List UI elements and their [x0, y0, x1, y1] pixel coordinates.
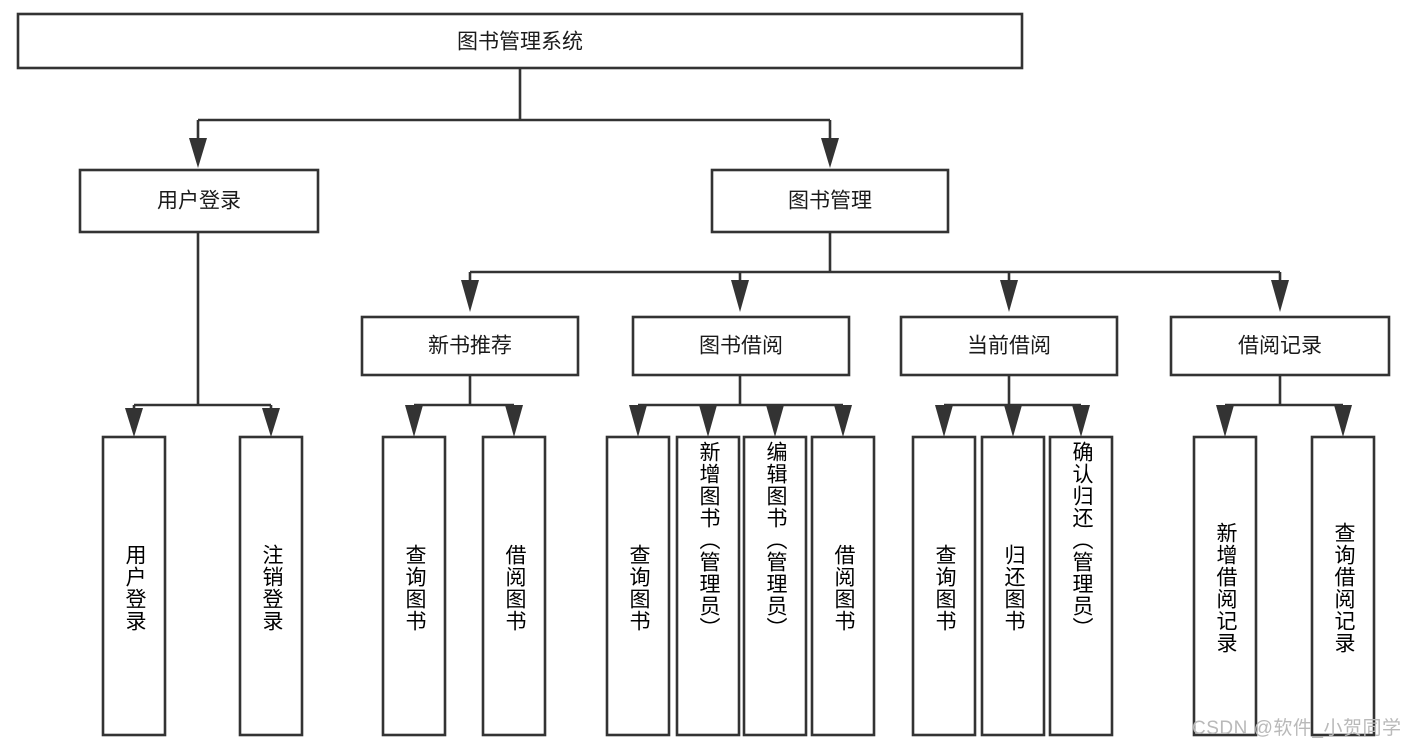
leaf-node-return-book[interactable]: 归还图书 [980, 435, 1046, 737]
leaf-query-book-2-label: 查询图书 [627, 544, 650, 632]
leaf-query-record-label: 查询借阅记录 [1332, 522, 1355, 654]
leaf-borrow-book-2-box[interactable] [810, 435, 876, 737]
leaf-node-user-login[interactable]: 用户登录 [101, 435, 167, 737]
leaf-query-record-box[interactable] [1310, 435, 1376, 737]
leaf-user-login-box[interactable] [101, 435, 167, 737]
leaf-query-book-3-label: 查询图书 [933, 544, 956, 632]
leaf-confirm-return-box[interactable] [1048, 435, 1114, 737]
node-book-manage-box[interactable] [710, 168, 950, 234]
arrow-head-leaf-edit-book [766, 405, 784, 437]
node-book-borrow-box[interactable] [631, 315, 851, 377]
leaf-add-book-label: 新增图书（管理员） [697, 441, 720, 639]
arrow-head-leaf-borrow-book-1 [505, 405, 523, 437]
node-root-label: 图书管理系统 [457, 31, 583, 54]
leaf-node-query-book-3[interactable]: 查询图书 [911, 435, 977, 737]
arrow-head-leaf-return-book [1004, 405, 1022, 437]
leaf-node-user-logout[interactable]: 注销登录 [238, 435, 304, 737]
arrow-head-leaf-query-record [1334, 405, 1352, 437]
leaf-return-book-box[interactable] [980, 435, 1046, 737]
node-current-borrow[interactable]: 当前借阅 [899, 315, 1119, 377]
leaf-return-book-label: 归还图书 [1002, 544, 1025, 632]
arrow-head-borrow-record [1271, 280, 1289, 312]
leaf-borrow-book-1-label: 借阅图书 [503, 544, 526, 632]
arrow-head-user-login [189, 138, 207, 168]
arrow-head-leaf-query-book-1 [405, 405, 423, 437]
node-borrow-record-box[interactable] [1169, 315, 1391, 377]
leaf-query-book-1-box[interactable] [381, 435, 447, 737]
leaf-user-logout-box[interactable] [238, 435, 304, 737]
arrow-head-leaf-borrow-book-2 [834, 405, 852, 437]
leaf-node-add-record[interactable]: 新增借阅记录 [1192, 435, 1258, 737]
arrow-head-leaf-user-login [125, 408, 143, 437]
leaf-query-book-3-box[interactable] [911, 435, 977, 737]
leaf-node-query-book-1[interactable]: 查询图书 [381, 435, 447, 737]
node-user-login[interactable]: 用户登录 [78, 168, 320, 234]
node-book-manage[interactable]: 图书管理 [710, 168, 950, 234]
node-root-box[interactable] [16, 12, 1024, 70]
leaf-user-logout-label: 注销登录 [260, 544, 283, 632]
leaf-add-record-label: 新增借阅记录 [1214, 522, 1237, 654]
node-new-book-recommend[interactable]: 新书推荐 [360, 315, 580, 377]
leaf-edit-book-box[interactable] [742, 435, 808, 737]
arrow-head-current-borrow [1000, 280, 1018, 312]
node-borrow-record-label: 借阅记录 [1238, 335, 1322, 358]
leaf-add-record-box[interactable] [1192, 435, 1258, 737]
arrow-head-book-manage [821, 138, 839, 168]
node-new-book-recommend-box[interactable] [360, 315, 580, 377]
leaf-borrow-book-2-label: 借阅图书 [832, 544, 855, 632]
csdn-watermark: CSDN @软件_小贺同学 [1192, 717, 1401, 739]
node-user-login-label: 用户登录 [157, 190, 241, 213]
arrow-head-book-borrow [731, 280, 749, 312]
leaf-node-query-record[interactable]: 查询借阅记录 [1310, 435, 1376, 737]
node-book-borrow-label: 图书借阅 [699, 335, 783, 358]
arrow-head-new-book-recommend [461, 280, 479, 312]
leaf-node-confirm-return[interactable]: 确认归还（管理员） [1048, 435, 1114, 737]
arrow-head-leaf-add-book [699, 405, 717, 437]
leaf-add-book-box[interactable] [675, 435, 741, 737]
node-book-borrow[interactable]: 图书借阅 [631, 315, 851, 377]
leaf-node-edit-book[interactable]: 编辑图书（管理员） [742, 435, 808, 737]
connector-group [125, 69, 1352, 437]
node-current-borrow-label: 当前借阅 [967, 335, 1051, 358]
leaf-borrow-book-1-box[interactable] [481, 435, 547, 737]
arrow-head-leaf-add-record [1216, 405, 1234, 437]
arrow-head-leaf-confirm-return [1072, 405, 1090, 437]
arrow-head-leaf-user-logout [262, 408, 280, 437]
leaf-node-borrow-book-1[interactable]: 借阅图书 [481, 435, 547, 737]
arrow-head-leaf-query-book-2 [629, 405, 647, 437]
leaf-confirm-return-label: 确认归还（管理员） [1070, 441, 1093, 639]
leaf-node-borrow-book-2[interactable]: 借阅图书 [810, 435, 876, 737]
node-book-manage-label: 图书管理 [788, 190, 872, 213]
leaf-user-login-label: 用户登录 [123, 544, 146, 632]
node-new-book-recommend-label: 新书推荐 [428, 335, 512, 358]
leaf-query-book-2-box[interactable] [605, 435, 671, 737]
leaf-edit-book-label: 编辑图书（管理员） [764, 441, 787, 639]
node-borrow-record[interactable]: 借阅记录 [1169, 315, 1391, 377]
leaf-node-add-book[interactable]: 新增图书（管理员） [675, 435, 741, 737]
node-current-borrow-box[interactable] [899, 315, 1119, 377]
arrow-head-leaf-query-book-3 [935, 405, 953, 437]
leaf-query-book-1-label: 查询图书 [403, 544, 426, 632]
node-user-login-box[interactable] [78, 168, 320, 234]
node-root[interactable]: 图书管理系统 [16, 12, 1024, 70]
leaf-node-query-book-2[interactable]: 查询图书 [605, 435, 671, 737]
